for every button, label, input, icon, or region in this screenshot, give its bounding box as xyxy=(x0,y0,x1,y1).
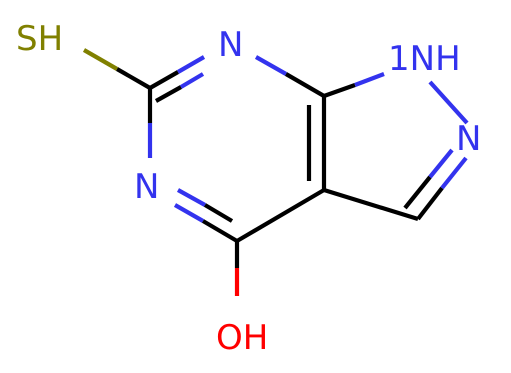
bond-nleft-coh xyxy=(201,219,239,243)
bond-c-ntop-inner xyxy=(154,85,183,103)
bond-c3a-c3 xyxy=(323,187,419,222)
bond-c3-nright-inner xyxy=(403,175,432,210)
bond-nleft-coh-inner-blue xyxy=(176,188,207,207)
bond-c3-nright-blue xyxy=(440,156,468,190)
bond-c3-nright xyxy=(416,186,444,221)
bond-c-ntop-inner-blue xyxy=(179,72,205,89)
bond-c-sh xyxy=(115,67,152,90)
atom-nh-label: NH xyxy=(410,39,461,79)
atom-n-left: N xyxy=(134,167,159,207)
bonds xyxy=(82,48,469,296)
bond-c3-nright-inner-blue xyxy=(428,148,454,179)
bond-nleft-coh-blue xyxy=(173,203,205,223)
bond-ntop-c7a-blue xyxy=(254,55,288,76)
atom-nh-locant: 1 xyxy=(388,39,410,79)
atom-labels: SH N N 1NH N OH xyxy=(16,19,481,358)
atom-n-right: N xyxy=(456,119,481,159)
bond-ntop-c7a xyxy=(284,72,326,98)
bond-c-ntop-blue xyxy=(176,55,206,74)
atom-n-top: N xyxy=(218,25,243,65)
bond-coh-c3a xyxy=(235,188,326,243)
atom-sh: SH xyxy=(16,19,63,59)
bond-c-ntop xyxy=(148,70,180,90)
atom-oh: OH xyxy=(216,318,268,358)
bond-nh-nright xyxy=(428,80,469,125)
atom-nh: 1NH xyxy=(388,39,461,79)
bond-nleft-coh-inner xyxy=(203,203,234,223)
bond-c7a-nh-blue xyxy=(354,72,385,87)
bond-c-sh-olive xyxy=(82,48,119,71)
bond-c7a-nh xyxy=(323,83,356,98)
